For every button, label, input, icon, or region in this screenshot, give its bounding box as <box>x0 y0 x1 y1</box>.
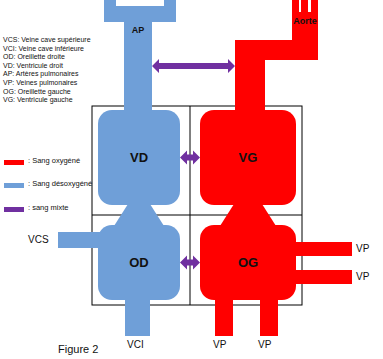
aorta: Aorte <box>235 0 320 110</box>
abbreviation-key: VCI: Veine cave inférieure <box>3 45 84 53</box>
tricuspid-valve <box>114 204 164 226</box>
artery-branch <box>104 0 116 8</box>
abbreviation-key: OD: Oreillette droite <box>3 53 65 61</box>
figure-caption: Figure 2 <box>58 343 98 355</box>
pulmonary-vein <box>294 270 352 284</box>
vessel-label: VP <box>258 339 271 350</box>
node-label: AP <box>132 25 145 35</box>
abbreviation-key: VP: Veines pulmonaires <box>3 79 77 87</box>
right-ventricle: VD <box>98 110 180 205</box>
abbreviation-key: OG: Oreillette gauche <box>3 88 71 96</box>
abbreviation-key: VCS: Veine cave supérieure <box>3 36 91 44</box>
left-ventricle: VG <box>200 110 296 205</box>
vessel-label: VCS <box>28 234 49 245</box>
pulmonary-vein <box>215 298 233 336</box>
pulmonary-artery: AP <box>124 22 152 110</box>
right-atrium: OD <box>98 225 180 300</box>
mixing-arrow <box>180 151 200 165</box>
vessel-label: VP <box>356 271 369 282</box>
abbreviation-key: AP: Artères pulmonaires <box>3 70 78 78</box>
pulmonary-vein <box>260 298 278 336</box>
legend-text: : sang mixte <box>28 204 68 212</box>
node-label: OG <box>238 255 258 270</box>
node-label: Aorte <box>292 16 318 26</box>
heart-outline <box>92 106 302 305</box>
vessel-label: VP <box>213 339 226 350</box>
legend-text: : Sang oxygéné <box>28 157 80 165</box>
node-label: VD <box>130 150 148 165</box>
pulmonary-vein <box>294 242 352 256</box>
artery-branch <box>104 6 176 22</box>
abbreviation-key: VD: Ventricule droit <box>3 62 63 70</box>
legend-text: : Sang désoxygéné <box>28 180 92 188</box>
node-label: OD <box>129 255 149 270</box>
mixing-arrow <box>180 256 200 270</box>
mixing-arrow <box>152 59 235 73</box>
legend-swatch <box>4 160 24 165</box>
artery-branch <box>164 0 176 8</box>
vena-cava-inferior <box>125 298 150 336</box>
vena-cava-superior <box>58 232 100 248</box>
mitral-valve <box>220 204 276 226</box>
vessel-label: VCI <box>127 339 144 350</box>
vessel-label: VP <box>356 243 369 254</box>
septum-line <box>190 106 191 305</box>
node-label: VG <box>239 150 258 165</box>
left-atrium: OG <box>200 225 296 300</box>
legend-swatch <box>4 183 24 188</box>
abbreviation-key: VG: Ventricule gauche <box>3 96 73 104</box>
legend-swatch <box>4 207 24 212</box>
